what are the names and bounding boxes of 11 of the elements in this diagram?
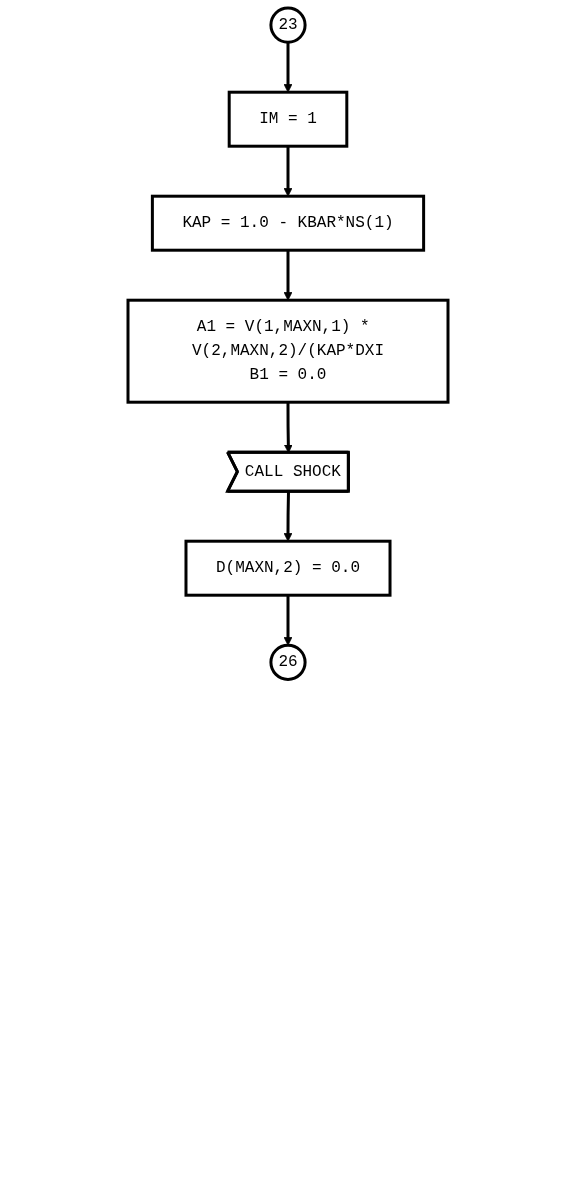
node-circle: 23 [269, 6, 307, 44]
arrow [283, 595, 293, 646]
node-box: D(MAXN,2) = 0.0 [184, 539, 392, 597]
arrow [283, 250, 293, 301]
node-box: KAP = 1.0 - KBAR*NS(1) [150, 194, 426, 252]
arrow [283, 42, 293, 93]
node-box: A1 = V(1,MAXN,1) * V(2,MAXN,2)/(KAP*DXI B1 = 0.0 [126, 298, 450, 404]
node-circle: 26 [269, 643, 307, 681]
node-box: IM = 1 [227, 90, 349, 148]
arrow [283, 491, 293, 542]
arrow [283, 146, 293, 197]
